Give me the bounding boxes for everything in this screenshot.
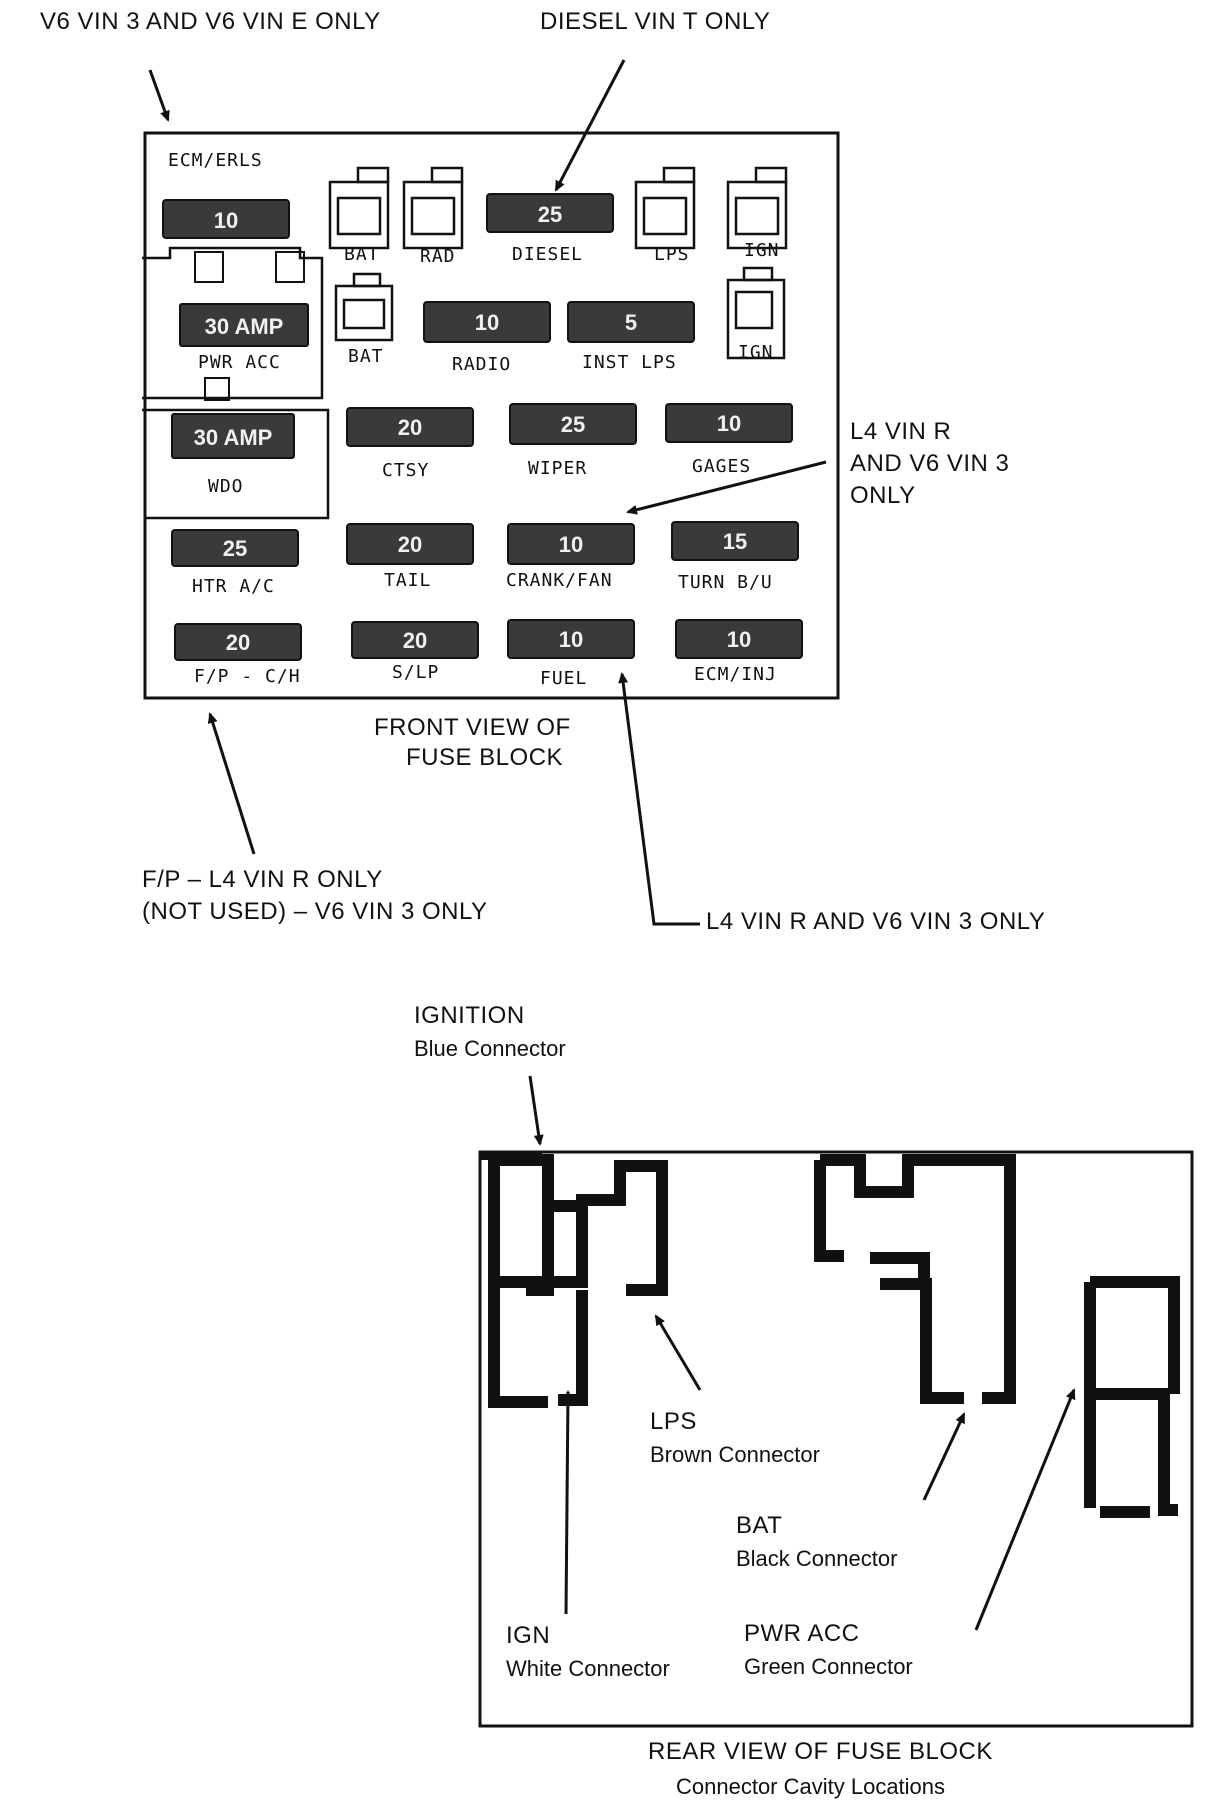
fuse-diesel (486, 193, 614, 233)
connector-bat-top-icon (328, 166, 788, 360)
rating-wiper: 25 (561, 412, 585, 437)
rear-bat-name: BAT (736, 1512, 783, 1539)
fuse-fp-ch (174, 623, 302, 661)
rear-fuse-block-outline (478, 1150, 1194, 1728)
front-view-title-line1: FRONT VIEW OF (374, 714, 571, 741)
rear-pwr-acc-name: PWR ACC (744, 1620, 860, 1647)
rating-gages: 10 (717, 411, 741, 436)
fuse-ecm-inj (675, 619, 803, 659)
wdo-panel (142, 408, 330, 520)
callout-fp-line2: (NOT USED) – V6 VIN 3 ONLY (142, 898, 488, 925)
rear-view-title-line1: REAR VIEW OF FUSE BLOCK (648, 1738, 993, 1765)
label-pwr-acc: PWR ACC (198, 352, 281, 373)
callout-fp-line1: F/P – L4 VIN R ONLY (142, 866, 383, 893)
label-turn-bu: TURN B/U (678, 572, 773, 593)
fuse-slp (351, 621, 479, 659)
label-radio: RADIO (452, 354, 512, 375)
front-view-title-line2: FUSE BLOCK (406, 744, 564, 771)
rating-ecm-inj: 10 (727, 627, 751, 652)
rating-pwr-acc: 30 AMP (205, 314, 284, 339)
rating-crank-fan: 10 (559, 532, 583, 557)
label-fuel: FUEL (540, 668, 588, 689)
fuse-crank-fan (507, 523, 635, 565)
label-htr-ac: HTR A/C (192, 576, 275, 597)
fuse-wdo (171, 413, 295, 459)
rear-ignition-color: Blue Connector (414, 1036, 566, 1061)
label-connector-rad: RAD (420, 246, 456, 267)
label-diesel: DIESEL (512, 244, 584, 265)
fuses-layer: 10 30 AMP 30 AMP 25 20 25 10 5 20 25 10 … (162, 193, 803, 661)
fuse-gages (665, 403, 793, 443)
fuse-pwr-acc (179, 303, 309, 347)
rear-ign-color: White Connector (506, 1656, 670, 1681)
label-wdo: WDO (208, 476, 244, 497)
label-connector-ign-top: IGN (744, 240, 780, 261)
label-tail: TAIL (384, 570, 432, 591)
rear-view-title-line2: Connector Cavity Locations (676, 1774, 946, 1799)
fuse-inst-lps (567, 301, 695, 343)
label-crank-fan: CRANK/FAN (506, 570, 613, 591)
label-ecm-inj: ECM/INJ (694, 664, 777, 685)
label-wiper: WIPER (528, 458, 588, 479)
rating-fp-ch: 20 (226, 630, 250, 655)
rating-fuel: 10 (559, 627, 583, 652)
callout-v6-vin3-e: V6 VIN 3 AND V6 VIN E ONLY (40, 8, 381, 35)
callout-l4-vin-r-v6-line3: ONLY (850, 482, 916, 509)
label-connector-bat-mid: BAT (348, 346, 384, 367)
fuse-radio (423, 301, 551, 343)
fuse-wiper (509, 403, 637, 445)
rear-ignition-name: IGNITION (414, 1002, 525, 1029)
rating-ctsy: 20 (398, 415, 422, 440)
fuse-ctsy (346, 407, 474, 447)
callout-l4-vin-r-v6-line2: AND V6 VIN 3 (850, 450, 1010, 477)
label-connector-ign-mid: IGN (738, 342, 774, 363)
rear-bat-color: Black Connector (736, 1546, 898, 1571)
fuse-ecm-erls (162, 199, 290, 239)
rating-turn-bu: 15 (723, 529, 747, 554)
label-inst-lps: INST LPS (582, 352, 677, 373)
label-connector-lps: LPS (654, 244, 690, 265)
front-fuse-block-outline (143, 131, 840, 700)
label-ctsy: CTSY (382, 460, 430, 481)
fuse-tail (346, 523, 474, 565)
rating-ecm-erls: 10 (214, 208, 238, 233)
rating-diesel: 25 (538, 202, 562, 227)
label-connector-bat-top: BAT (344, 244, 380, 265)
rating-htr-ac: 25 (223, 536, 247, 561)
callout-l4-vin-r-v6-line1: L4 VIN R (850, 418, 952, 445)
label-slp: S/LP (392, 662, 440, 683)
rear-ign-name: IGN (506, 1622, 551, 1649)
rating-tail: 20 (398, 532, 422, 557)
callout-l4-bottom: L4 VIN R AND V6 VIN 3 ONLY (706, 908, 1046, 935)
rear-cavities (488, 1154, 1180, 1518)
rear-lps-color: Brown Connector (650, 1442, 820, 1467)
rear-lps-name: LPS (650, 1408, 697, 1435)
rating-radio: 10 (475, 310, 499, 335)
rating-wdo: 30 AMP (194, 425, 273, 450)
rating-inst-lps: 5 (625, 310, 637, 335)
label-fp-ch: F/P - C/H (194, 666, 301, 687)
fuse-htr-ac (171, 529, 299, 567)
fuse-fuel (507, 619, 635, 659)
rating-slp: 20 (403, 628, 427, 653)
label-gages: GAGES (692, 456, 752, 477)
label-ecm-erls: ECM/ERLS (168, 150, 263, 171)
callout-diesel-vin-t: DIESEL VIN T ONLY (540, 8, 771, 35)
callout-arrows (148, 59, 1076, 1631)
rear-pwr-acc-color: Green Connector (744, 1654, 913, 1679)
fuse-turn-bu (671, 521, 799, 561)
